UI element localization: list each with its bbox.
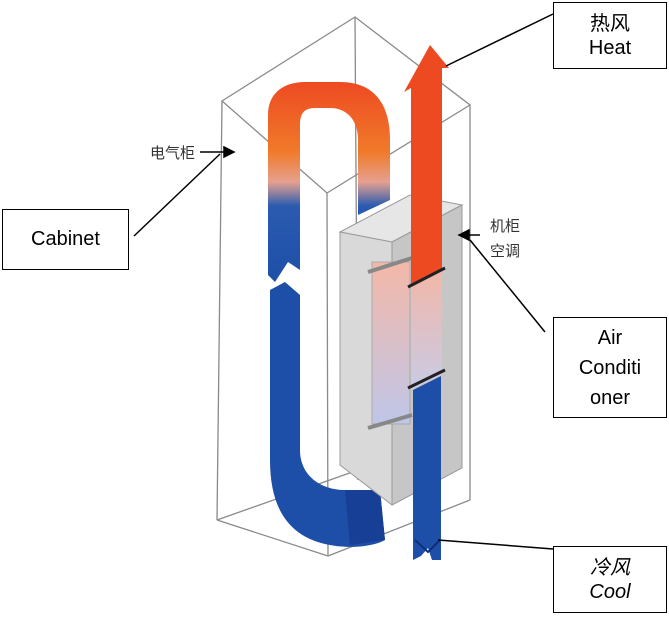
ac-label-line1: Air xyxy=(597,326,623,349)
left-cold-duct-shade xyxy=(345,490,385,545)
ac-cn-label-line2: 空调 xyxy=(490,242,520,260)
cool-en-label: Cool xyxy=(589,580,631,603)
cool-cn-label: 冷风 xyxy=(590,554,630,579)
left-cold-duct xyxy=(270,282,385,547)
ac-cn-label-line1: 机柜 xyxy=(490,217,520,235)
cold-air-column xyxy=(413,376,441,560)
cabinet-label: Cabinet xyxy=(31,228,100,250)
heat-label-box: 热风 Heat xyxy=(553,2,667,69)
ac-label-line2: Conditi xyxy=(578,356,642,379)
cabinet-cn-label: 电气柜 xyxy=(150,144,195,162)
heat-cn-label: 热风 xyxy=(590,10,630,35)
heat-en-label: Heat xyxy=(588,36,632,59)
ac-label-line3: oner xyxy=(589,386,631,409)
air-conditioner-unit xyxy=(338,194,464,507)
cabinet-label-box: Cabinet xyxy=(2,209,129,270)
left-airflow-duct xyxy=(268,82,390,282)
hot-air-outlet-arrow xyxy=(404,45,449,285)
cool-label-box: 冷风 Cool xyxy=(553,546,667,613)
pointer-lines xyxy=(133,13,554,550)
air-conditioner-label-box: Air Conditi oner xyxy=(553,317,667,418)
ac-transition-section xyxy=(411,270,442,390)
